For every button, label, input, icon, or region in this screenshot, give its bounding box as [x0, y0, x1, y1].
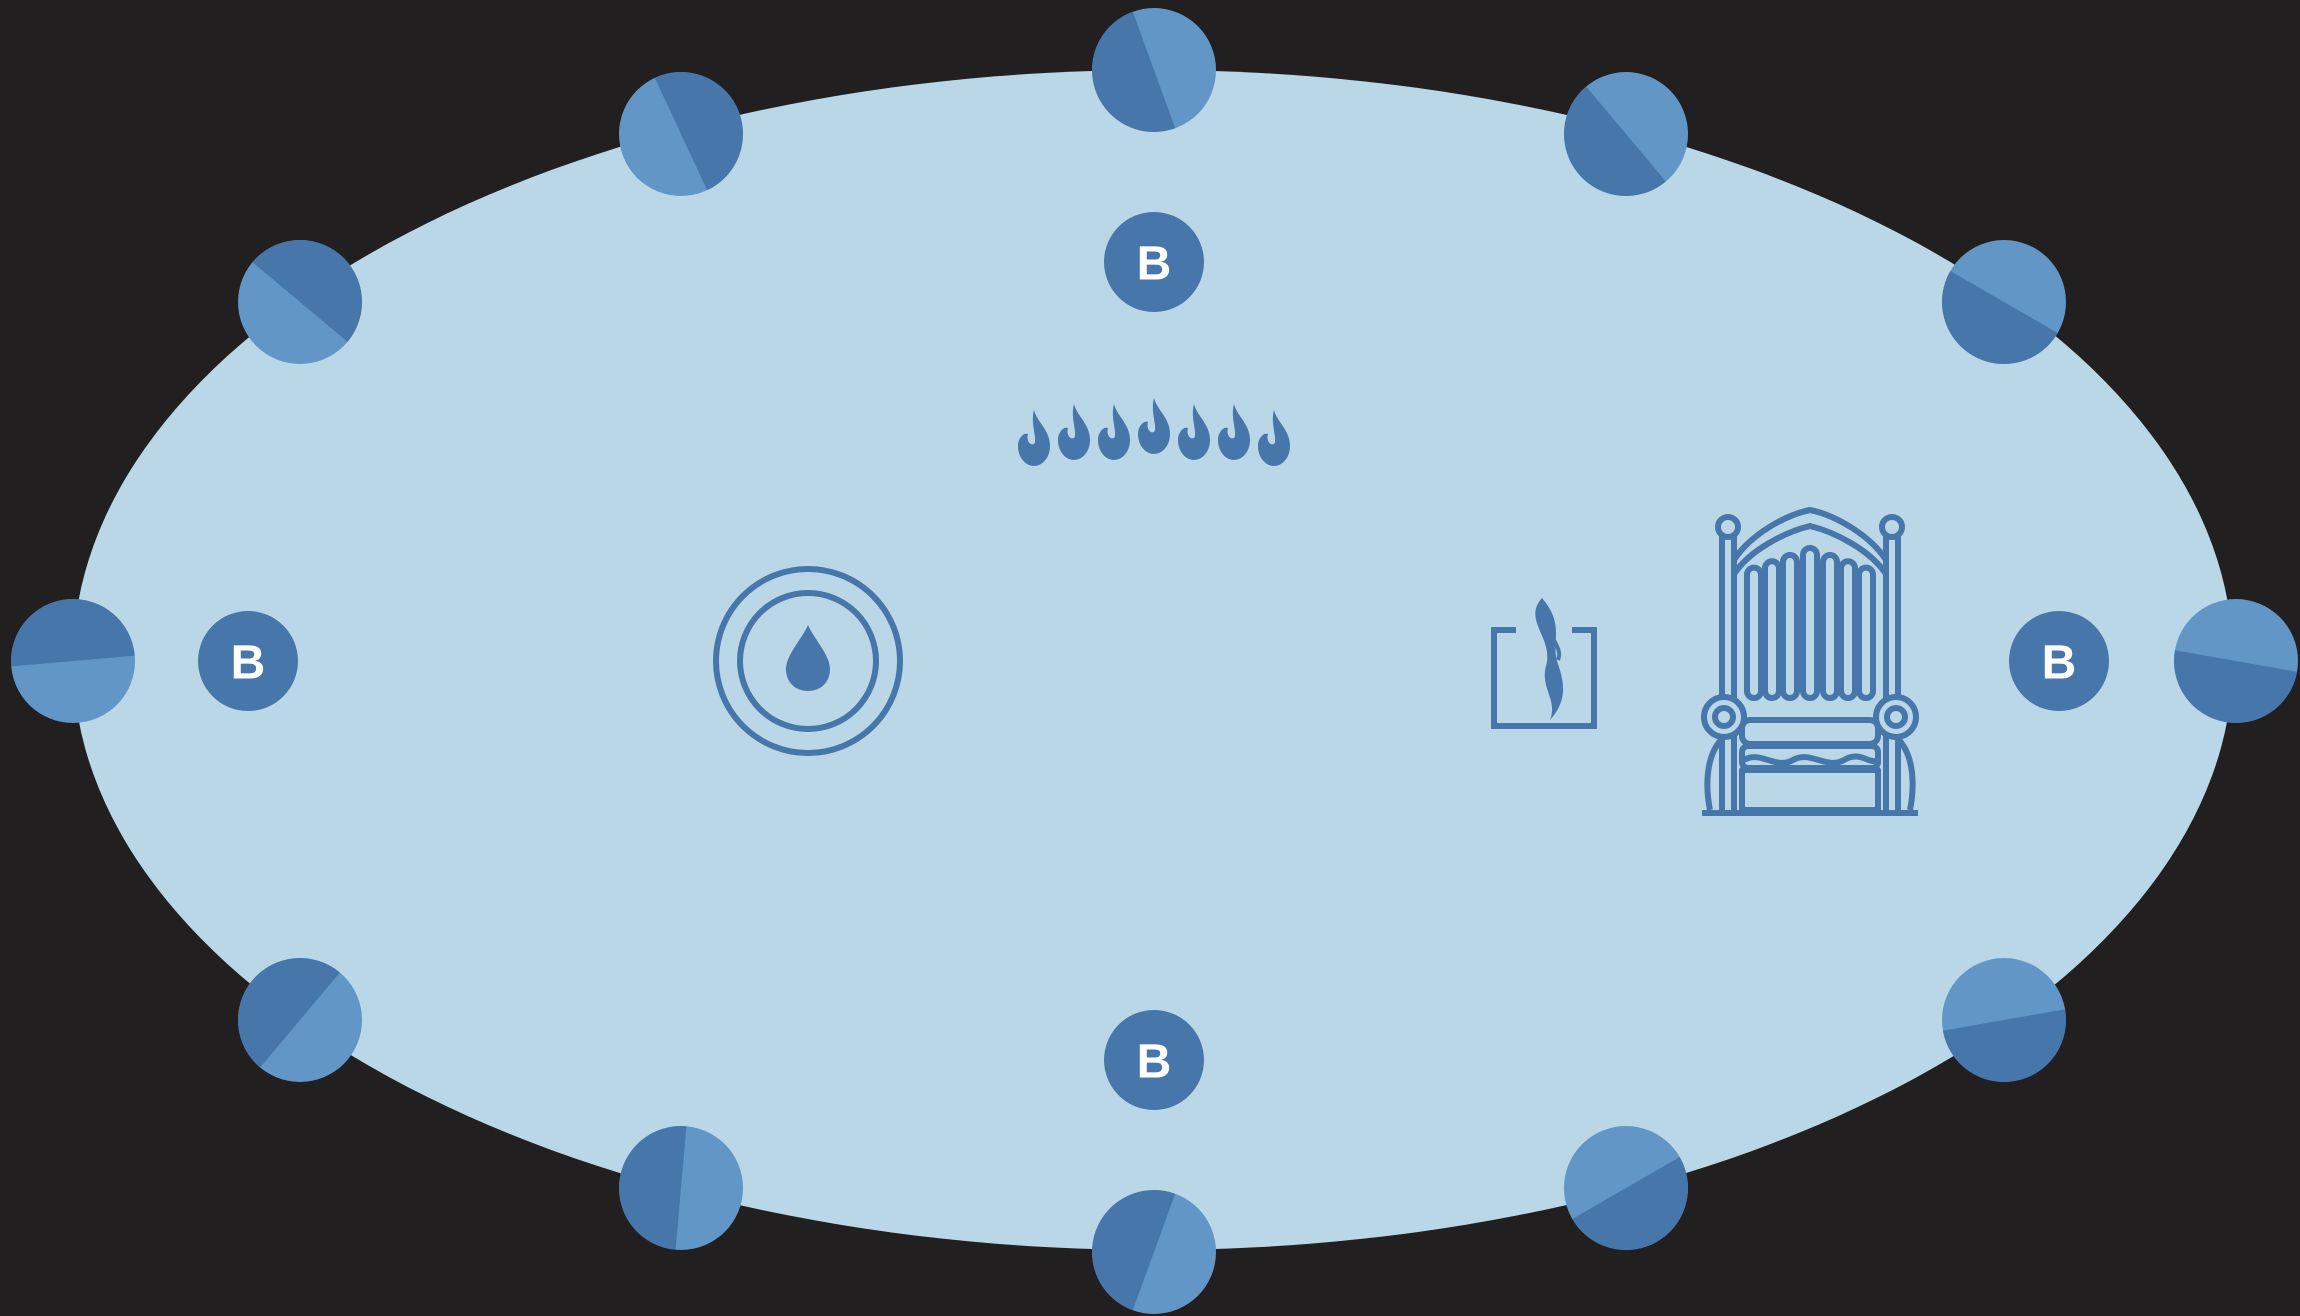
seat-token[interactable] — [1564, 72, 1688, 196]
seat-token[interactable] — [1564, 1126, 1688, 1250]
seat-token[interactable] — [11, 599, 135, 723]
seat-token[interactable] — [1092, 8, 1216, 132]
seat-token[interactable] — [619, 72, 743, 196]
seat-token[interactable] — [238, 958, 362, 1082]
seat-token[interactable] — [238, 240, 362, 364]
seat-token[interactable] — [2174, 599, 2298, 723]
marker-bottom[interactable]: B — [1104, 1010, 1204, 1110]
seat-token[interactable] — [1942, 958, 2066, 1082]
marker-label: B — [2042, 637, 2077, 690]
marker-label: B — [1137, 238, 1172, 291]
marker-right[interactable]: B — [2009, 611, 2109, 711]
seat-token[interactable] — [1942, 240, 2066, 364]
seat-token[interactable] — [1092, 1190, 1216, 1314]
marker-label: B — [231, 637, 266, 690]
marker-label: B — [1137, 1036, 1172, 1089]
marker-left[interactable]: B — [198, 611, 298, 711]
marker-top[interactable]: B — [1104, 212, 1204, 312]
seat-token[interactable] — [619, 1126, 743, 1250]
